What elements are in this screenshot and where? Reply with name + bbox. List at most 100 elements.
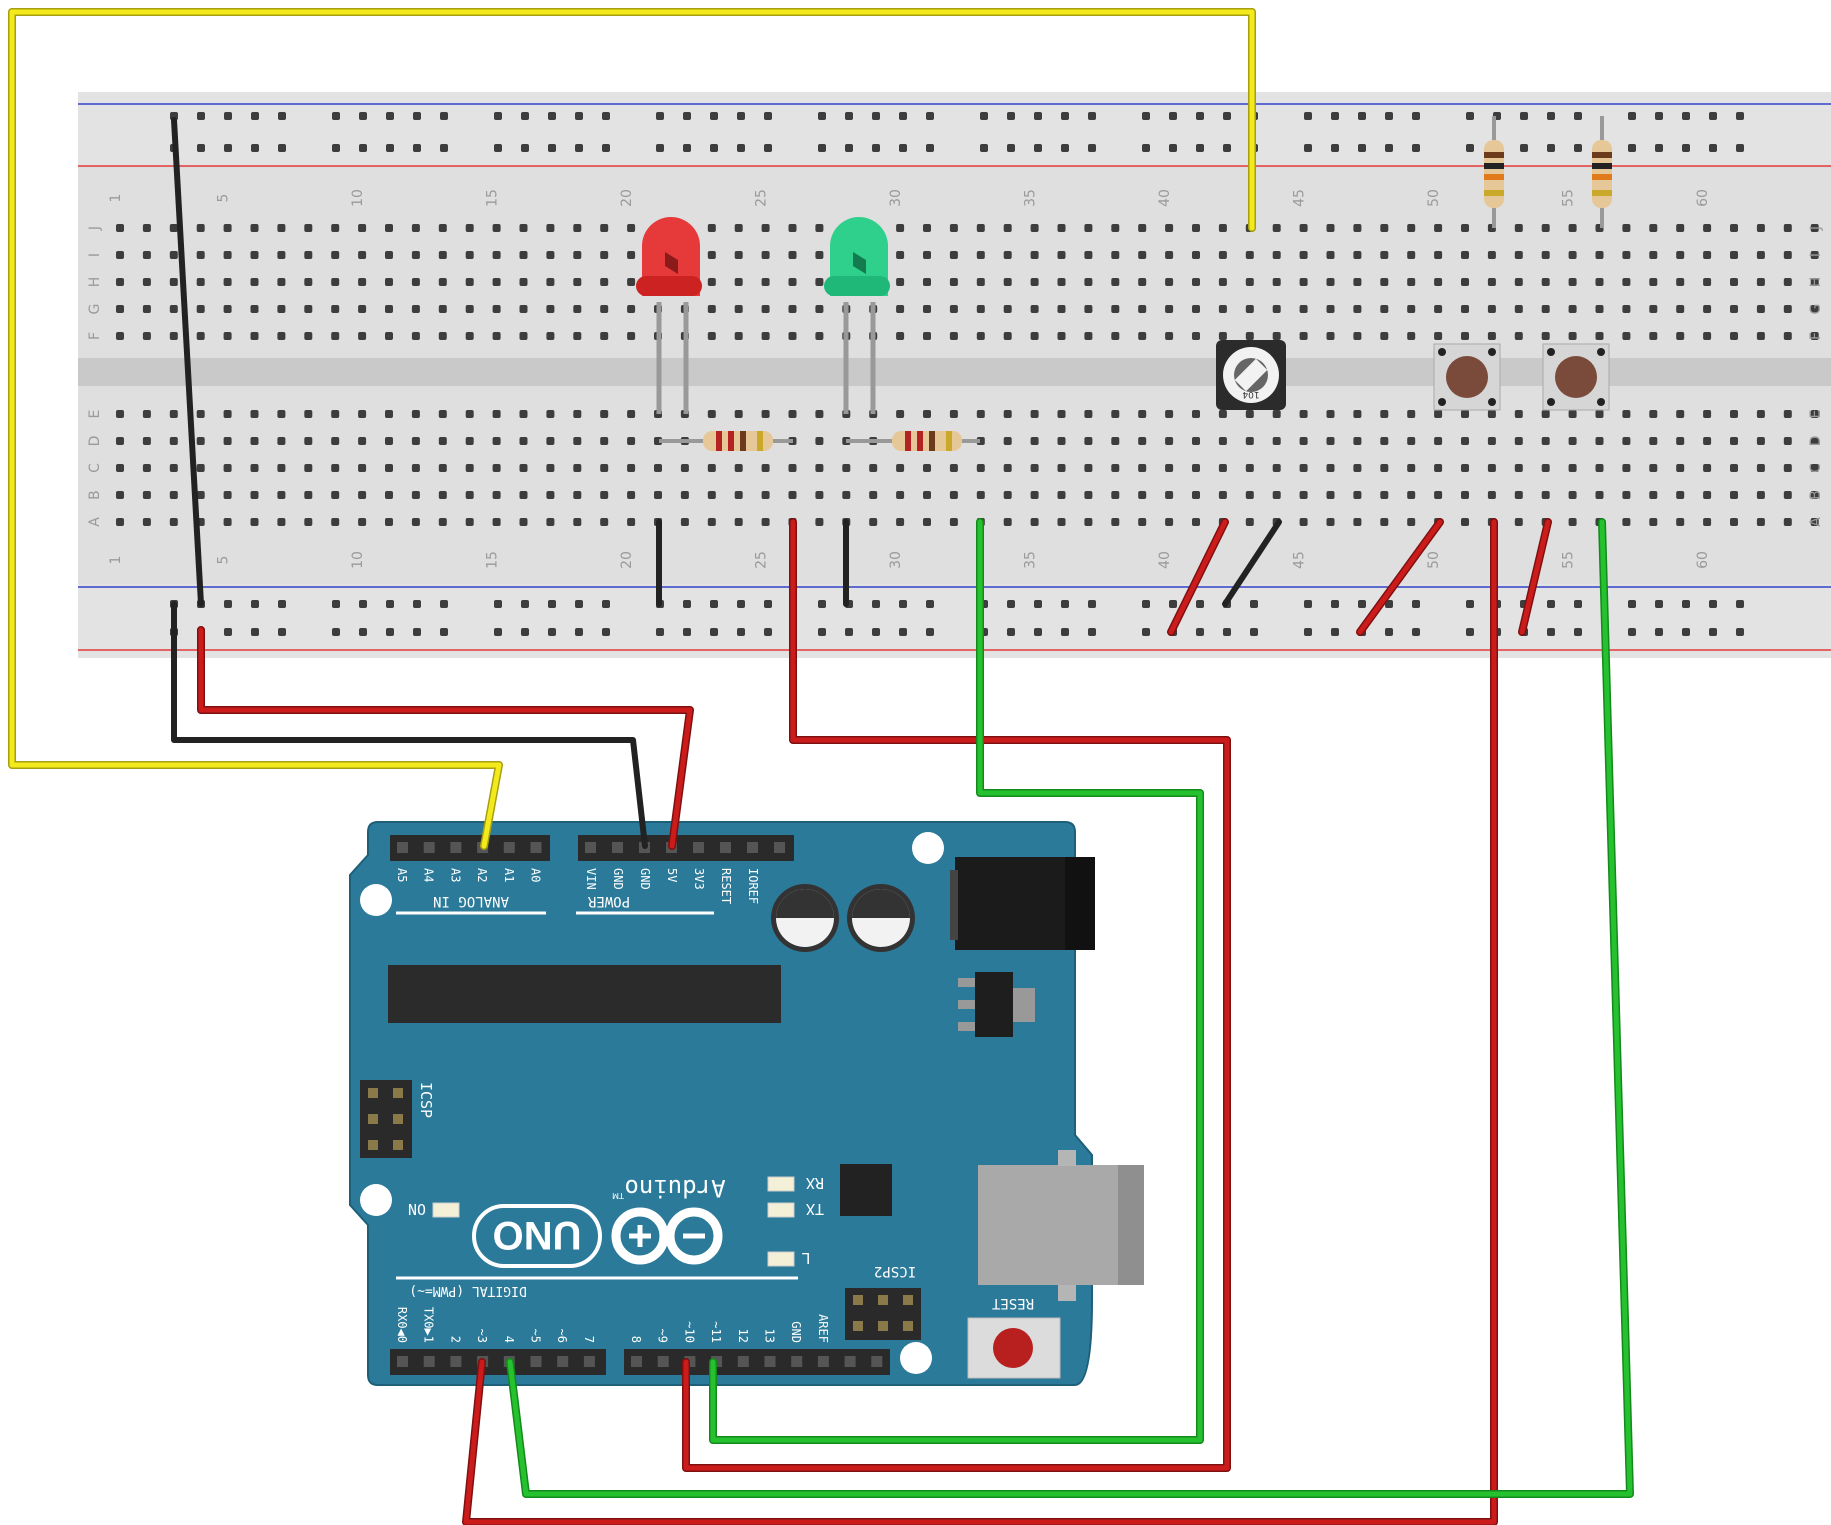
breadboard-hole [1223,628,1231,636]
breadboard-hole [519,491,528,499]
pin-label: VIN [584,868,598,890]
breadboard-hole [1385,600,1393,608]
breadboard-hole [788,305,797,313]
breadboard-hole [250,278,259,286]
red-wire [1357,519,1443,635]
breadboard-hole [1730,410,1738,418]
row-letter: J [87,226,103,231]
breadboard-hole [492,437,501,445]
breadboard-hole [1138,437,1147,445]
breadboard-hole [169,332,178,340]
breadboard-hole [1138,332,1147,340]
row-letter: B [1808,490,1824,500]
breadboard-hole [1299,410,1308,418]
breadboard-hole [1514,224,1523,232]
breadboard-hole [142,437,151,445]
header-pin [737,1356,749,1367]
breadboard-hole [1547,600,1555,608]
breadboard-hole [1084,464,1093,472]
potentiometer: 104 [1216,340,1286,410]
breadboard-hole [1703,251,1712,259]
breadboard-hole [1169,144,1177,152]
pin-label: A2 [475,868,489,882]
breadboard-hole [1084,278,1093,286]
header-pin [747,842,758,853]
breadboard-hole [331,491,340,499]
digital-header-low [390,1349,606,1375]
breadboard-hole [1682,144,1690,152]
breadboard-hole [976,410,985,418]
breadboard-hole [896,305,905,313]
breadboard-hole [1461,305,1469,313]
row-letter: G [87,304,103,315]
breadboard-hole [1520,112,1528,120]
breadboard-hole [1111,518,1120,526]
push-button[interactable] [1433,343,1501,411]
breadboard-hole [869,464,878,472]
breadboard-hole [869,491,878,499]
bottom-power-rail [78,584,1831,658]
breadboard-hole [949,464,958,472]
breadboard-hole [386,600,394,608]
breadboard-hole [1466,600,1474,608]
icsp2-label: ICSP2 [874,1263,916,1279]
breadboard-hole [1461,464,1469,472]
breadboard-hole [764,112,772,120]
breadboard-hole [1272,437,1281,445]
breadboard-hole [1003,491,1012,499]
breadboard-hole [116,410,124,418]
breadboard-hole [896,410,905,418]
breadboard-hole [1466,112,1474,120]
breadboard-hole [1353,332,1362,340]
breadboard-hole [1245,464,1254,472]
breadboard-hole [1057,464,1066,472]
column-number: 35 [1023,551,1039,569]
breadboard-hole [627,437,636,445]
push-button[interactable] [1542,343,1610,411]
breadboard-hole [492,332,501,340]
header-pin [530,842,542,853]
breadboard-hole [1514,278,1523,286]
breadboard-hole [223,491,232,499]
breadboard-hole [1412,600,1420,608]
breadboard-hole [1326,251,1335,259]
breadboard-hole [1574,144,1582,152]
breadboard-hole [602,112,610,120]
breadboard-hole [1165,224,1174,232]
breadboard-hole [976,332,985,340]
breadboard-hole [142,464,151,472]
breadboard-hole [386,628,394,636]
breadboard-hole [1709,600,1717,608]
breadboard-hole [1810,332,1819,340]
breadboard-hole [1380,410,1389,418]
column-number: 55 [1561,551,1577,569]
breadboard-hole [1568,491,1577,499]
breadboard-hole [1030,491,1039,499]
breadboard-hole [1299,224,1308,232]
red-wire [1519,519,1551,635]
reset-button[interactable] [967,1317,1061,1379]
breadboard-components: 104 [636,116,1612,451]
breadboard-hole [1034,112,1042,120]
breadboard-hole [1649,251,1658,259]
breadboard-hole [116,251,124,259]
breadboard-hole [1111,437,1120,445]
column-number: 5 [216,556,232,565]
row-letter: H [87,277,103,288]
breadboard-hole [680,518,689,526]
breadboard-hole [492,491,501,499]
breadboard-hole [683,144,691,152]
breadboard-hole [385,518,393,526]
breadboard-hole [142,332,151,340]
breadboard-hole [899,600,907,608]
breadboard-hole [1649,278,1658,286]
breadboard-hole [1783,251,1792,259]
breadboard-hole [358,437,367,445]
column-number: 5 [216,194,232,203]
power-header [578,835,794,861]
breadboard-hole [815,518,824,526]
breadboard-hole [1299,332,1308,340]
breadboard-hole [1434,224,1443,232]
breadboard-hole [1466,144,1474,152]
